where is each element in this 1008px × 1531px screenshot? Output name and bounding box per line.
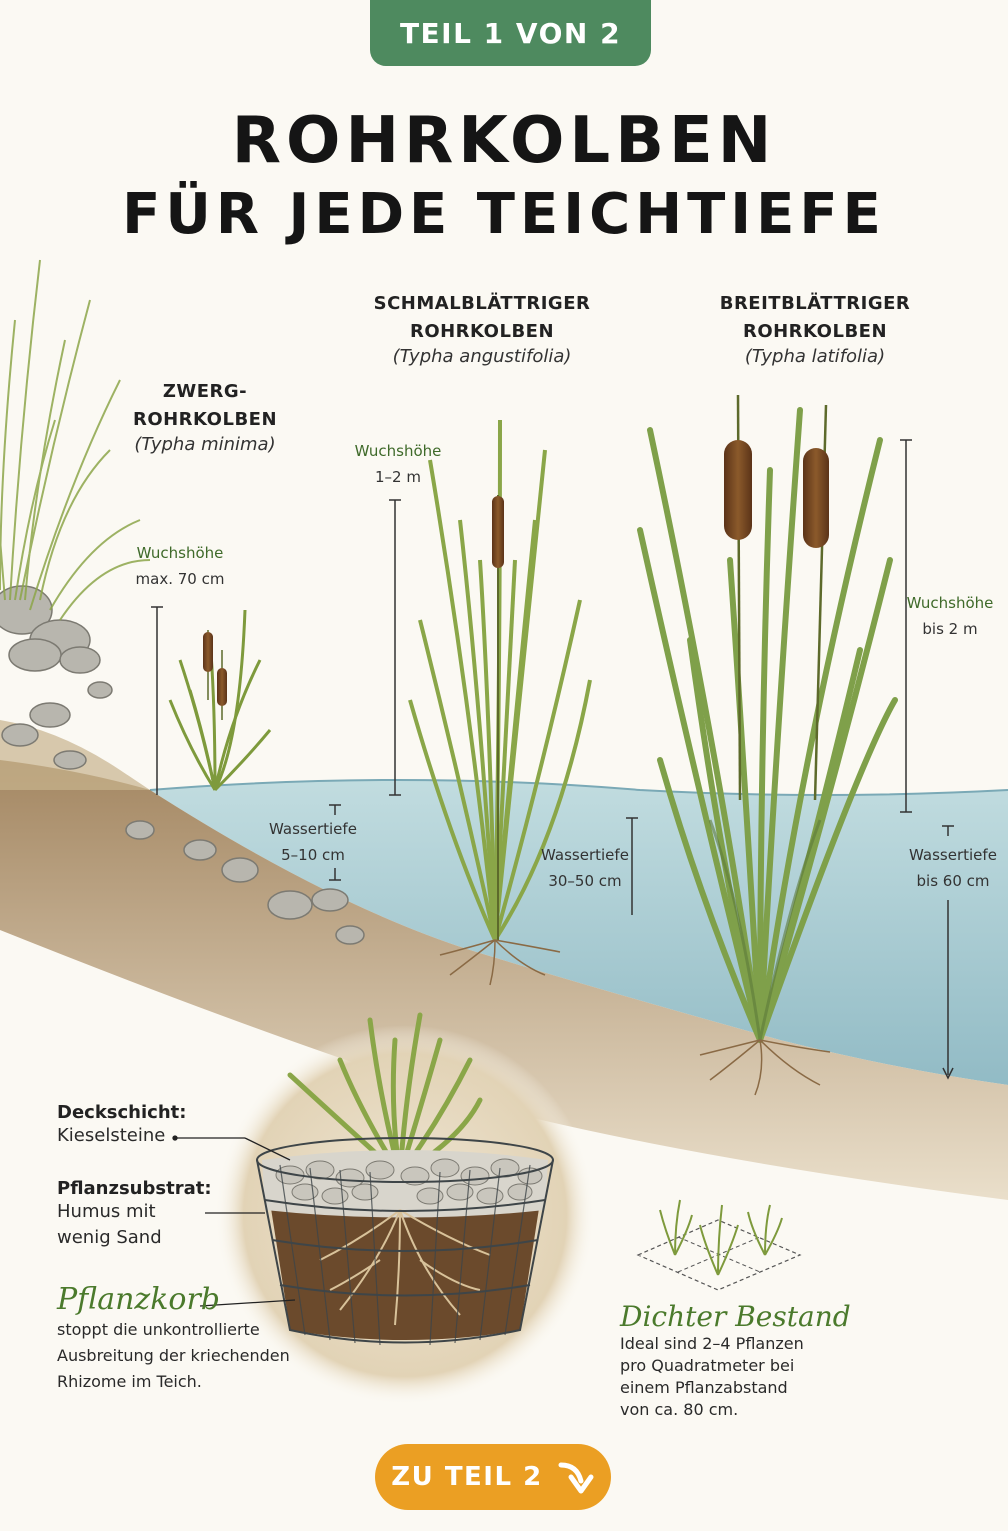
depth-minima: Wassertiefe 5–10 cm bbox=[258, 816, 368, 868]
species-latin: (Typha minima) bbox=[134, 434, 276, 455]
density-title: Dichter Bestand bbox=[620, 1300, 851, 1333]
density-line-1: Ideal sind 2–4 Pflanzen bbox=[620, 1334, 804, 1353]
note-text-line-2: wenig Sand bbox=[57, 1227, 162, 1248]
height-minima: Wuchshöhe max. 70 cm bbox=[120, 540, 240, 592]
note-density: Dichter Bestand Ideal sind 2–4 Pflanzen … bbox=[620, 1300, 860, 1421]
depth-label: Wassertiefe bbox=[909, 846, 997, 864]
height-latifolia: Wuchshöhe bis 2 m bbox=[895, 590, 1005, 642]
note-title-script: Pflanzkorb bbox=[57, 1282, 220, 1317]
note-text: Kieselsteine bbox=[57, 1125, 166, 1146]
depth-angustifolia: Wassertiefe 30–50 cm bbox=[530, 842, 640, 894]
part-badge: TEIL 1 VON 2 bbox=[370, 0, 651, 66]
note-title: Deckschicht: bbox=[57, 1102, 187, 1123]
measurement-lines bbox=[151, 439, 954, 1080]
depth-label: Wassertiefe bbox=[541, 846, 629, 864]
density-line-2: pro Quadratmeter bei bbox=[620, 1356, 795, 1375]
note-title: Pflanzsubstrat: bbox=[57, 1178, 212, 1199]
species-latin: (Typha angustifolia) bbox=[392, 346, 572, 367]
height-label: Wuchshöhe bbox=[136, 544, 224, 562]
pond-water bbox=[149, 779, 1008, 1085]
species-label-latifolia: BREITBLÄTTRIGER ROHRKOLBEN (Typha latifo… bbox=[700, 290, 930, 367]
species-name-line-1: ZWERG- bbox=[162, 381, 248, 402]
height-value: bis 2 m bbox=[922, 620, 978, 638]
height-label: Wuchshöhe bbox=[354, 442, 442, 460]
arrow-curve-down-icon bbox=[558, 1462, 594, 1494]
species-name-line-2: ROHRKOLBEN bbox=[742, 321, 888, 342]
label-pointers bbox=[172, 1135, 296, 1307]
depth-value: bis 60 cm bbox=[916, 872, 990, 890]
note-text-line-1: stoppt die unkontrollierte bbox=[57, 1320, 260, 1339]
species-latin: (Typha latifolia) bbox=[744, 346, 886, 367]
depth-value: 30–50 cm bbox=[548, 872, 622, 890]
species-name-line-1: SCHMALBLÄTTRIGER bbox=[373, 293, 591, 314]
height-value: max. 70 cm bbox=[135, 570, 225, 588]
shore-grass bbox=[0, 259, 151, 621]
height-value: 1–2 m bbox=[375, 468, 421, 486]
species-name-line-2: ROHRKOLBEN bbox=[132, 409, 278, 430]
typha-latifolia-plant bbox=[637, 394, 898, 1096]
species-name-line-2: ROHRKOLBEN bbox=[409, 321, 555, 342]
depth-latifolia: Wassertiefe bis 60 cm bbox=[898, 842, 1008, 894]
note-text-line-3: Rhizome im Teich. bbox=[57, 1372, 202, 1391]
depth-label: Wassertiefe bbox=[269, 820, 357, 838]
shore-stones bbox=[0, 585, 365, 945]
density-illustration bbox=[636, 1199, 802, 1291]
height-angustifolia: Wuchshöhe 1–2 m bbox=[343, 438, 453, 490]
basket-detail-circle bbox=[215, 1012, 595, 1405]
depth-value: 5–10 cm bbox=[281, 846, 345, 864]
next-part-label: ZU TEIL 2 bbox=[391, 1462, 543, 1492]
species-label-minima: ZWERG- ROHRKOLBEN (Typha minima) bbox=[100, 378, 310, 455]
note-cover-layer: Deckschicht: Kieselsteine bbox=[57, 1102, 257, 1149]
species-label-angustifolia: SCHMALBLÄTTRIGER ROHRKOLBEN (Typha angus… bbox=[362, 290, 602, 367]
typha-angustifolia-plant bbox=[408, 419, 592, 986]
page-title-line-1: ROHRKOLBEN bbox=[231, 104, 777, 178]
note-text-line-2: Ausbreitung der kriechenden bbox=[57, 1346, 290, 1365]
page-title-line-2: FÜR JEDE TEICHTIEFE bbox=[122, 182, 886, 247]
density-line-4: von ca. 80 cm. bbox=[620, 1400, 739, 1419]
density-line-3: einem Pflanzabstand bbox=[620, 1378, 788, 1397]
note-text-line-1: Humus mit bbox=[57, 1201, 156, 1222]
note-basket: Pflanzkorb stoppt die unkontrollierte Au… bbox=[57, 1282, 297, 1395]
species-name-line-1: BREITBLÄTTRIGER bbox=[719, 293, 911, 314]
height-label: Wuchshöhe bbox=[906, 594, 994, 612]
next-part-button[interactable]: ZU TEIL 2 bbox=[375, 1444, 611, 1510]
typha-minima-plant bbox=[168, 609, 272, 792]
note-substrate: Pflanzsubstrat: Humus mit wenig Sand bbox=[57, 1178, 257, 1251]
